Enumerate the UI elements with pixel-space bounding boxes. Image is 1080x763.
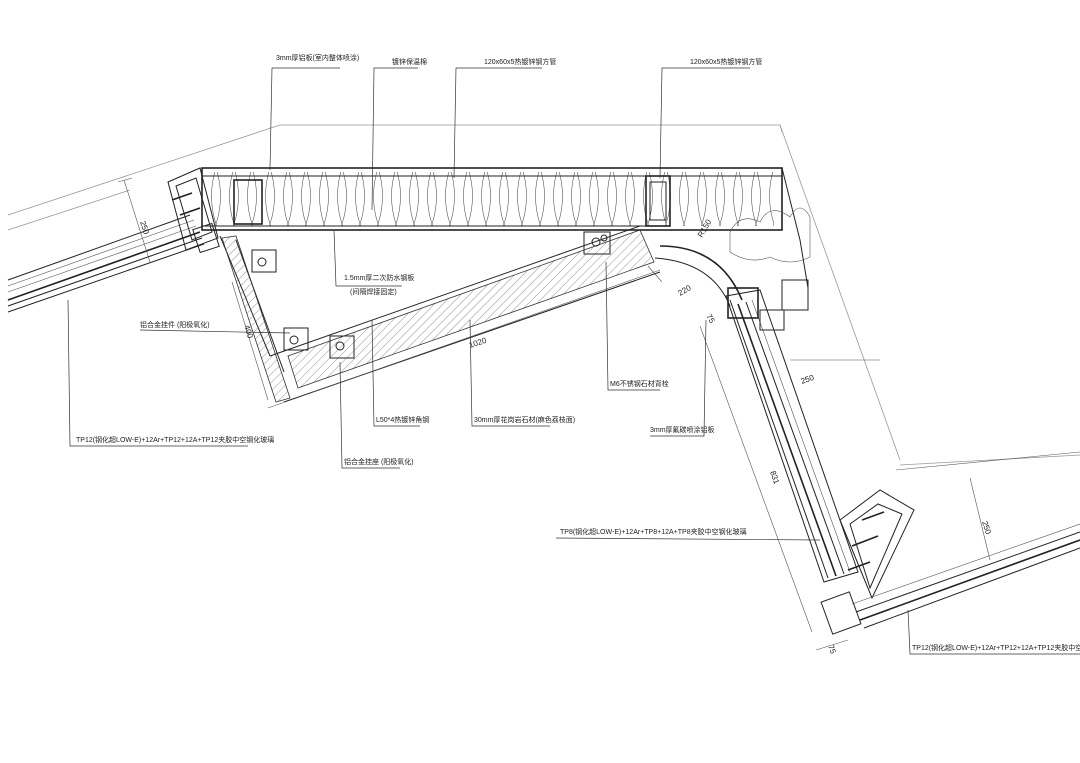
label-top-steel-2: 120x60x5热镀锌钢方管 bbox=[690, 57, 762, 66]
label-glass-left: TP12(钢化超LOW-E)+12Ar+TP12+12A+TP12夹胶中空钢化玻… bbox=[76, 435, 274, 444]
bottom-right-glazing: 250 75 bbox=[815, 451, 1080, 656]
right-glazing-unit: 250 831 bbox=[699, 279, 880, 633]
label-bolt: M6不锈钢石材背栓 bbox=[610, 379, 669, 388]
dim-250-left: 250 bbox=[117, 177, 151, 263]
label-membrane: 1.5mm厚二次防水钢板 bbox=[344, 273, 414, 282]
label-stone: 30mm厚花岗岩石材(麻色荔枝面) bbox=[474, 415, 575, 424]
label-top-steel-1: 120x60x5热镀锌钢方管 bbox=[484, 57, 556, 66]
stone-panel bbox=[219, 225, 661, 403]
label-top-left: 3mm厚铝板(室内整体喷涂) bbox=[276, 53, 359, 62]
label-angle-steel: L50*4热镀锌角钢 bbox=[376, 415, 429, 424]
label-membrane-note: (间隔焊接固定) bbox=[350, 287, 397, 296]
label-clip: 铝合金挂座 (阳极氧化) bbox=[344, 457, 414, 466]
left-glazing-unit bbox=[7, 167, 220, 313]
label-glass-right-mid: TP8(钢化超LOW-E)+12Ar+TP8+12A+TP8夹胶中空钢化玻璃 bbox=[560, 527, 747, 536]
label-glass-right-bottom: TP12(钢化超LOW-E)+12Ar+TP12+12A+TP12夹胶中空钢化玻… bbox=[912, 643, 1080, 652]
dim-250-left-text: 250 bbox=[138, 220, 151, 236]
dim-220-text: 220 bbox=[677, 283, 694, 298]
dim-250-mid-text: 250 bbox=[800, 373, 816, 386]
dim-400-1020: 400 1020 bbox=[231, 269, 661, 409]
insulation-box bbox=[201, 167, 811, 289]
stone-connectors bbox=[251, 231, 611, 359]
outer-envelope bbox=[7, 124, 1080, 466]
label-aluminum: 3mm厚氟碳喷涂铝板 bbox=[650, 425, 715, 434]
label-connector: 铝合金挂件 (阳极氧化) bbox=[140, 320, 210, 329]
leaders bbox=[67, 67, 1080, 655]
label-top-mid: 镀锌保温棉 bbox=[392, 57, 427, 66]
dim-250-right-text: 250 bbox=[980, 520, 993, 536]
dim-831-text: 831 bbox=[768, 470, 781, 486]
dim-75-bottom-text: 75 bbox=[826, 644, 838, 656]
